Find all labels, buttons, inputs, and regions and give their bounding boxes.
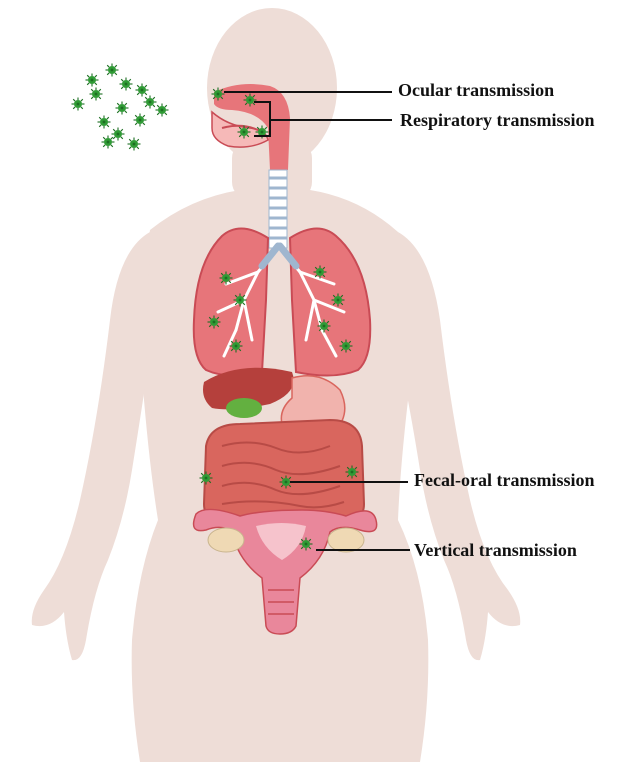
intestines: [204, 420, 364, 520]
ocular-transmission-label: Ocular transmission: [398, 80, 554, 100]
respiratory-transmission-label: Respiratory transmission: [400, 110, 595, 130]
vertical-transmission-label: Vertical transmission: [414, 540, 577, 560]
trachea: [269, 170, 287, 248]
fecal-oral-transmission-label: Fecal-oral transmission: [414, 470, 594, 490]
virus-cloud: [72, 64, 169, 151]
